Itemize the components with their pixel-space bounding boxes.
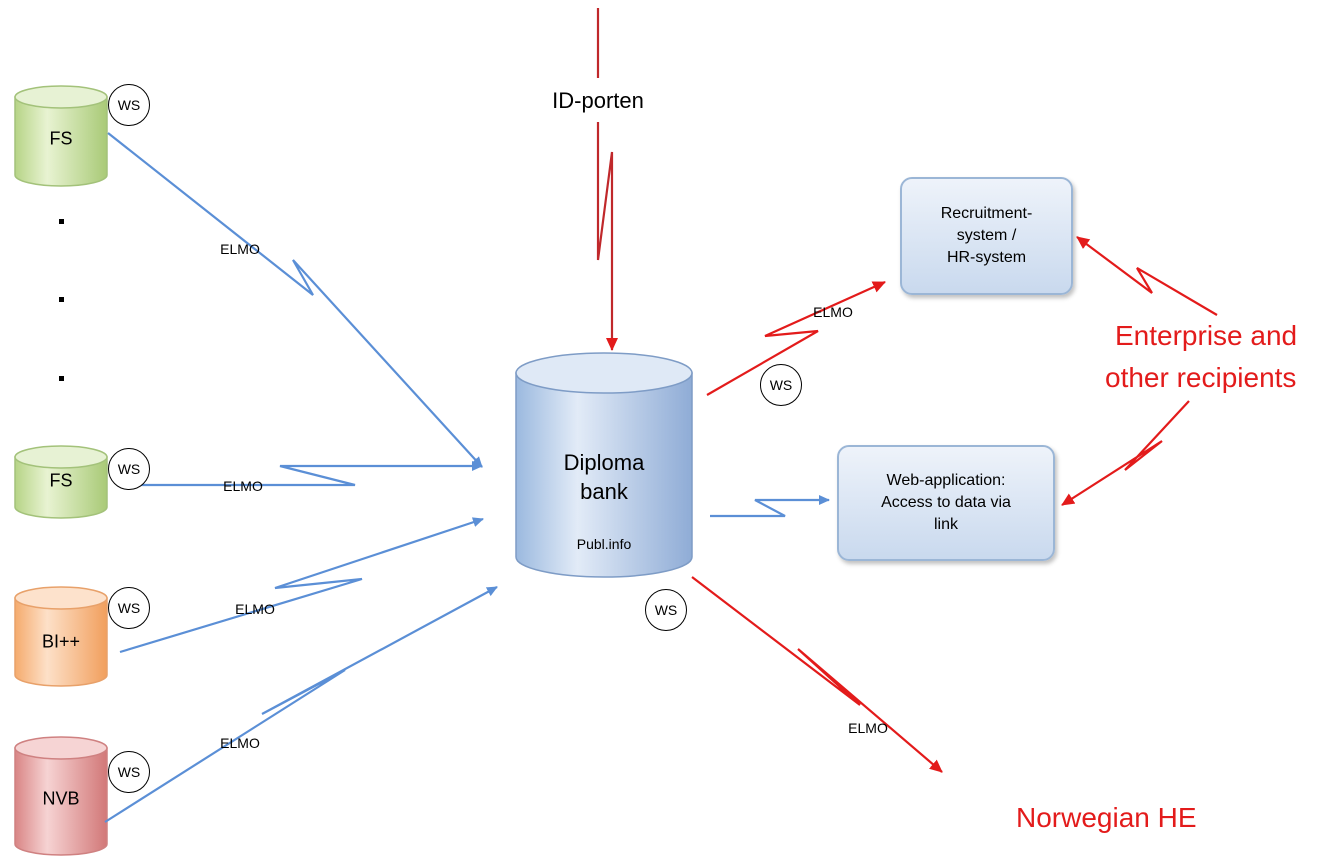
link-label-norwegian-he: ELMO [848,720,888,736]
arrow-bank-to-recruitment [706,280,886,396]
arrow-nvb-to-bank [104,586,498,823]
cylinder-fs-1 [14,85,108,187]
bank-title-line1: Diploma [563,450,645,475]
source-label-fs-1: FS [49,128,73,149]
recruitment-line1: Recruitment- [940,205,1033,222]
ws-badge-bi: WS [108,587,150,629]
source-label-bi: BI++ [41,631,81,652]
bank-title-line2: bank [580,479,628,504]
ws-badge-web: WS [760,364,802,406]
arrow-bi-to-bank [119,517,484,654]
link-label-bi: ELMO [235,601,275,617]
arrow-enterprise-to-web [1061,400,1190,506]
source-label-fs-2: FS [49,470,73,491]
arrow-fs1-to-bank [107,132,483,468]
link-label-recruitment: ELMO [813,304,853,320]
ellipsis-dot [59,219,64,224]
arrow-idporten-to-bank [596,122,618,351]
ws-badge-fs-2: WS [108,448,150,490]
link-label-nvb: ELMO [220,735,260,751]
norwegian-he-label: Norwegian HE [1016,802,1197,833]
ws-badge-bank: WS [645,589,687,631]
ws-badge-nvb: WS [108,751,150,793]
ellipsis-dot [59,376,64,381]
cylinder-nvb [14,736,108,856]
web-line3: link [933,516,958,533]
ellipsis-dot [59,297,64,302]
ws-badge-fs-1: WS [108,84,150,126]
link-label-fs-2: ELMO [223,478,263,494]
cylinder-diploma-bank [515,352,693,578]
recruitment-system-box: Recruitment- system / HR-system [900,177,1073,295]
link-label-fs-1: ELMO [220,241,260,257]
arrow-bank-to-web [710,495,830,518]
recruitment-line2: system / [956,227,1017,244]
web-line2: Access to data via [881,494,1011,511]
arrow-enterprise-to-recruitment [1076,236,1218,316]
cylinder-bi [14,586,108,687]
enterprise-label-line1: Enterprise and [1115,320,1298,351]
web-line1: Web-application: [886,472,1006,489]
recruitment-line3: HR-system [946,249,1027,266]
arrow-fs2-to-bank [120,461,483,487]
web-application-box: Web-application: Access to data via link [837,445,1055,561]
source-label-nvb: NVB [42,788,80,809]
cylinder-fs-2 [14,445,108,519]
arrow-bank-to-norwegian-he [691,576,943,773]
enterprise-label-line2: other recipients [1105,362,1297,393]
idporten-label: ID-porten [552,88,644,113]
bank-subtitle: Publ.info [576,536,632,552]
